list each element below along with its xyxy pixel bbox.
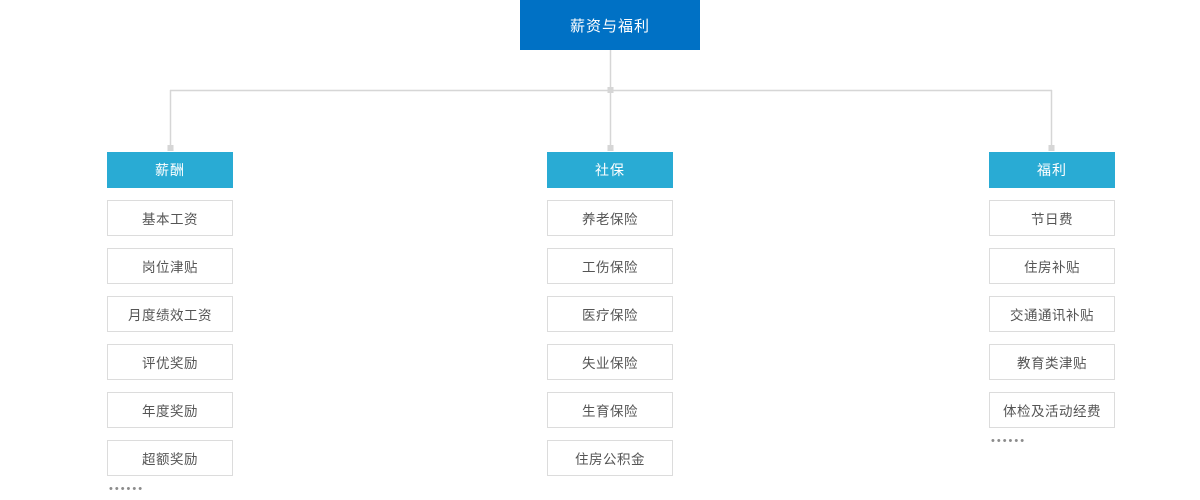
leaf-node-label: 养老保险 [582, 212, 638, 227]
connector-arrow-branch-3 [1048, 145, 1055, 151]
leaf-node[interactable]: 住房公积金 [547, 440, 673, 476]
leaf-node-label: 岗位津贴 [142, 260, 198, 275]
root-node[interactable]: 薪资与福利 [520, 0, 700, 50]
leaf-node-label: 节日费 [1031, 212, 1073, 227]
leaf-node[interactable]: 生育保险 [547, 392, 673, 428]
leaf-node-label: 超额奖励 [142, 452, 198, 467]
branch-header-3-label: 福利 [1037, 162, 1067, 178]
connector-arrow-branch-2 [607, 145, 614, 151]
leaf-node[interactable]: 医疗保险 [547, 296, 673, 332]
branch-header-2-label: 社保 [595, 162, 625, 178]
connector-root-junction-marker [607, 87, 614, 93]
leaf-node-label: 医疗保险 [582, 308, 638, 323]
leaf-node[interactable]: 失业保险 [547, 344, 673, 380]
branch-header-3[interactable]: 福利 [989, 152, 1115, 188]
more-items-ellipsis: •••••• [991, 435, 1027, 447]
leaf-node[interactable]: 工伤保险 [547, 248, 673, 284]
leaf-node-label: 年度奖励 [142, 404, 198, 419]
leaf-node-label: 评优奖励 [142, 356, 198, 371]
leaf-node-label: 住房公积金 [575, 452, 645, 467]
branch-column-2: 社保 养老保险 工伤保险 医疗保险 失业保险 生育保险 住房公积金 [547, 152, 673, 488]
branch-column-1: 薪酬 基本工资 岗位津贴 月度绩效工资 评优奖励 年度奖励 超额奖励 •••••… [107, 152, 233, 495]
leaf-node[interactable]: 基本工资 [107, 200, 233, 236]
root-node-label: 薪资与福利 [569, 17, 650, 35]
branch-column-3: 福利 节日费 住房补贴 交通通讯补贴 教育类津贴 体检及活动经费 •••••• [989, 152, 1115, 447]
leaf-node-label: 体检及活动经费 [1003, 404, 1101, 419]
leaf-node[interactable]: 住房补贴 [989, 248, 1115, 284]
leaf-node-label: 失业保险 [582, 356, 638, 371]
leaf-node[interactable]: 评优奖励 [107, 344, 233, 380]
branch-header-1[interactable]: 薪酬 [107, 152, 233, 188]
leaf-node-label: 生育保险 [582, 404, 638, 419]
leaf-node-label: 工伤保险 [582, 260, 638, 275]
more-items-ellipsis: •••••• [109, 483, 145, 495]
leaf-node[interactable]: 教育类津贴 [989, 344, 1115, 380]
leaf-node-label: 教育类津贴 [1017, 356, 1087, 371]
leaf-node[interactable]: 体检及活动经费 [989, 392, 1115, 428]
branch-header-2[interactable]: 社保 [547, 152, 673, 188]
leaf-node[interactable]: 节日费 [989, 200, 1115, 236]
leaf-node[interactable]: 月度绩效工资 [107, 296, 233, 332]
leaf-node[interactable]: 交通通讯补贴 [989, 296, 1115, 332]
leaf-node-label: 基本工资 [142, 212, 198, 227]
leaf-node[interactable]: 养老保险 [547, 200, 673, 236]
leaf-node-label: 交通通讯补贴 [1010, 308, 1094, 323]
branch-header-1-label: 薪酬 [155, 162, 185, 178]
leaf-node[interactable]: 年度奖励 [107, 392, 233, 428]
leaf-node[interactable]: 超额奖励 [107, 440, 233, 476]
leaf-node-label: 月度绩效工资 [128, 308, 212, 323]
leaf-node-label: 住房补贴 [1024, 260, 1080, 275]
connector-arrow-branch-1 [167, 145, 174, 151]
leaf-node[interactable]: 岗位津贴 [107, 248, 233, 284]
